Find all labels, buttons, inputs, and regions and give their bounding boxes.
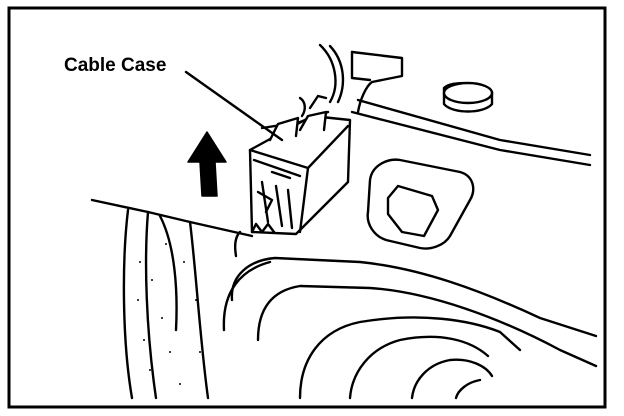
- cable-case-label: Cable Case: [64, 55, 167, 76]
- floor-panel: [90, 198, 254, 400]
- round-plug: [442, 81, 494, 113]
- figure-border: [7, 6, 607, 409]
- up-arrow-icon: [187, 131, 227, 197]
- cable-case: [248, 94, 352, 236]
- callout-leader-line: [184, 70, 284, 142]
- lower-body-contour: [222, 230, 598, 400]
- floor-panel-texture: [137, 243, 201, 385]
- rectangular-boss: [366, 158, 475, 250]
- housing-outline: [318, 43, 592, 167]
